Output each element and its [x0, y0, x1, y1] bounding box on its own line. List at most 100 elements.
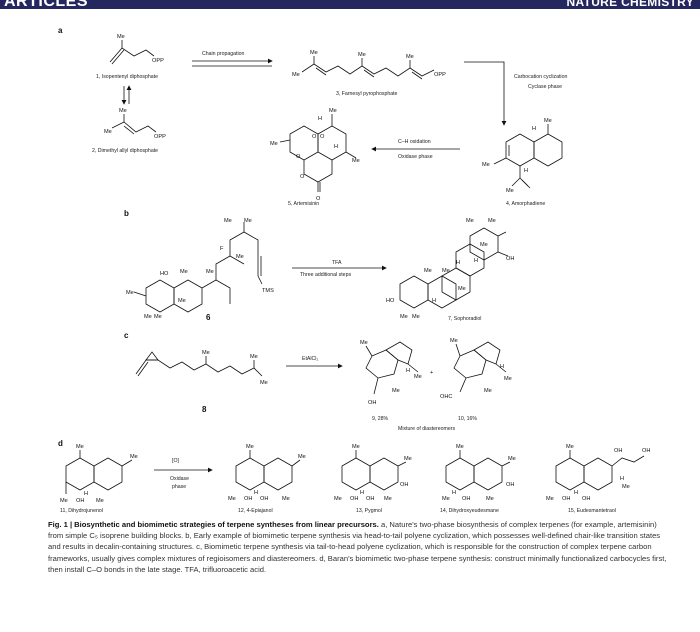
atom-h: H	[452, 490, 456, 496]
label-cyclase-phase: Cyclase phase	[528, 84, 562, 90]
label-chain-propagation: Chain propagation	[202, 51, 245, 57]
structure-pygmol: Me Me OH Me OH OH Me H	[334, 444, 412, 502]
atom-oh: OH	[400, 482, 408, 488]
structure-amorphadiene: Me H Me H Me	[482, 118, 563, 194]
atom-me: Me	[206, 269, 214, 275]
structure-artemisinin: Me Me H O O O O O H Me	[270, 108, 360, 202]
atom-oh: OH	[368, 400, 376, 406]
atom-me: Me	[442, 268, 450, 274]
atom-me: Me	[486, 496, 494, 502]
atom-me: Me	[404, 456, 412, 462]
atom-oh: OH	[642, 448, 650, 454]
atom-h: H	[474, 258, 478, 264]
panel-label-c: c	[124, 331, 129, 340]
panel-label-b: b	[124, 209, 129, 218]
atom-h: H	[524, 168, 528, 174]
atom-h: H	[406, 368, 410, 374]
atom-me: Me	[119, 108, 127, 114]
label-compound-1: 1, Isopentenyl diphosphate	[96, 74, 158, 80]
plus-sign: +	[430, 370, 433, 376]
atom-me: Me	[488, 218, 496, 224]
structure-product-10: Me H Me Me OHC	[440, 338, 512, 400]
atom-oh: OH	[76, 498, 84, 504]
atom-me: Me	[482, 162, 490, 168]
label-compound-14: 14, Dihydroxyeudesmane	[440, 508, 499, 514]
atom-me: Me	[406, 54, 414, 60]
atom-h: H	[334, 144, 338, 150]
atom-me: Me	[130, 454, 138, 460]
label-compound-10: 10, 16%	[458, 416, 477, 422]
structure-eudesmantetraol: Me OH OH H Me Me OH OH H	[546, 444, 650, 502]
atom-me: Me	[310, 50, 318, 56]
atom-opp: OPP	[152, 58, 164, 64]
atom-me: Me	[424, 268, 432, 274]
label-compound-2: 2, Dimethyl allyl diphosphate	[92, 148, 158, 154]
section-title: ARTICLES	[4, 0, 88, 9]
label-compound-15: 15, Eudesmantetraol	[568, 508, 616, 514]
label-compound-5: 5, Artemisinin	[288, 201, 319, 207]
atom-me: Me	[96, 498, 104, 504]
atom-me: Me	[484, 388, 492, 394]
structure-4-epiajanol: Me Me Me OH OH Me H	[228, 444, 306, 502]
atom-me: Me	[360, 340, 368, 346]
atom-me: Me	[270, 141, 278, 147]
atom-h: H	[432, 298, 436, 304]
atom-me: Me	[104, 129, 112, 135]
atom-me: Me	[508, 456, 516, 462]
label-compound-7: 7, Sophoradiol	[448, 316, 481, 322]
structure-epoxide-8: Me Me Me	[135, 350, 268, 386]
atom-h: H	[620, 476, 624, 482]
atom-me: Me	[400, 314, 408, 320]
figure-1: a Me OPP 1, Isopentenyl diphosphate Me M…	[58, 26, 650, 514]
atom-me: Me	[246, 444, 254, 450]
atom-opp: OPP	[434, 72, 446, 78]
atom-h: H	[500, 364, 504, 370]
atom-me: Me	[334, 496, 342, 502]
atom-ho: HO	[160, 271, 169, 277]
atom-me: Me	[224, 218, 232, 224]
label-tfa: TFA	[332, 260, 342, 266]
atom-ho: HO	[386, 298, 395, 304]
atom-me: Me	[358, 52, 366, 58]
structure-dihydrojunenol: Me Me Me OH Me H	[60, 444, 138, 504]
atom-oh: OH	[366, 496, 374, 502]
atom-oh: OH	[582, 496, 590, 502]
label-compound-3: 3, Farnesyl pyrophosphate	[336, 91, 398, 97]
structure-dimethylallyl-diphosphate: Me Me OPP	[104, 108, 166, 140]
caption-title: Fig. 1 | Biosynthetic and biomimetic str…	[48, 520, 379, 529]
structure-product-9: Me H Me Me OH	[360, 340, 422, 406]
arrow-carbocation-cyclization	[464, 61, 507, 126]
atom-me: Me	[180, 269, 188, 275]
atom-me: Me	[392, 388, 400, 394]
atom-h: H	[318, 116, 322, 122]
atom-o: O	[320, 134, 325, 140]
atom-oh: OH	[244, 496, 252, 502]
label-o-oxidant: [O]	[172, 458, 179, 464]
atom-h: H	[84, 491, 88, 497]
atom-oh: OH	[462, 496, 470, 502]
atom-me: Me	[76, 444, 84, 450]
atom-h: H	[360, 490, 364, 496]
label-phase: phase	[172, 484, 186, 490]
structure-polyene-6: Me HO Me Me Me Me Me F Me Me Me TMS	[126, 218, 274, 320]
atom-me: Me	[622, 484, 630, 490]
atom-me: Me	[126, 290, 134, 296]
atom-me: Me	[546, 496, 554, 502]
structure-isopentenyl-diphosphate: Me OPP	[109, 34, 164, 65]
atom-me: Me	[250, 354, 258, 360]
atom-oh: OH	[562, 496, 570, 502]
label-compound-11: 11, Dihydrojunenol	[60, 508, 103, 514]
atom-me: Me	[178, 298, 186, 304]
atom-f: F	[220, 246, 224, 252]
structure-farnesyl-pyrophosphate: Me Me Me Me OPP	[292, 50, 446, 80]
atom-oh: OH	[260, 496, 268, 502]
atom-oh: OH	[614, 448, 622, 454]
atom-tms: TMS	[262, 288, 274, 294]
atom-me: Me	[504, 376, 512, 382]
atom-me: Me	[480, 242, 488, 248]
atom-oh: OH	[350, 496, 358, 502]
atom-me: Me	[450, 338, 458, 344]
label-oxidase: Oxidase	[170, 476, 189, 482]
atom-h: H	[456, 260, 460, 266]
atom-me: Me	[442, 496, 450, 502]
